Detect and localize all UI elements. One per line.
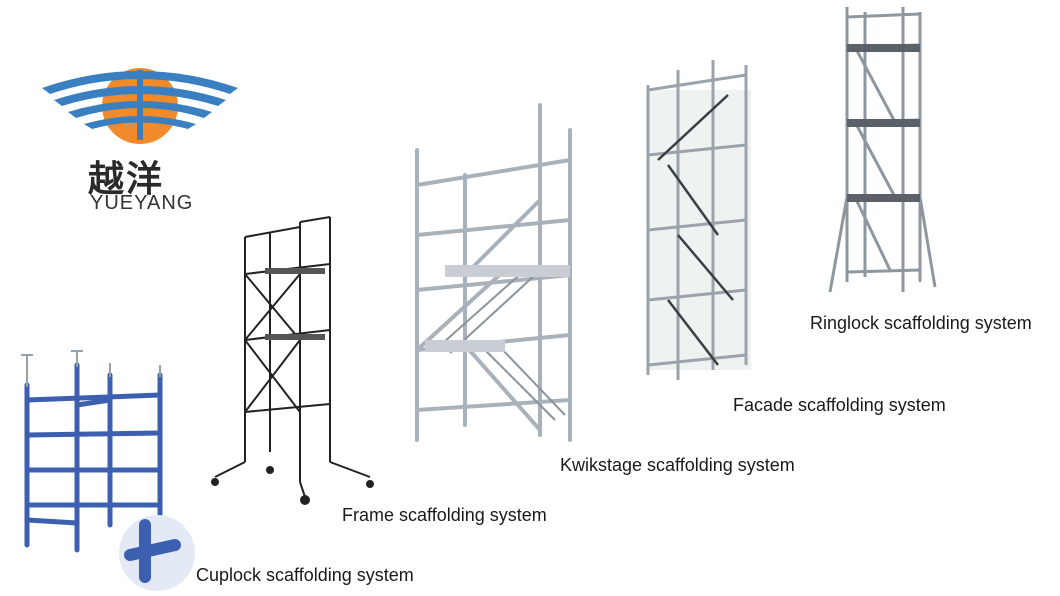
- logo-emblem-icon: [42, 68, 238, 144]
- cuplock-scaffold-image: [21, 350, 195, 591]
- caption-kwikstage: Kwikstage scaffolding system: [560, 455, 795, 475]
- caption-cuplock: Cuplock scaffolding system: [196, 565, 414, 585]
- facade-scaffold-image: [646, 60, 751, 380]
- caption-frame: Frame scaffolding system: [342, 505, 547, 525]
- caption-facade: Facade scaffolding system: [733, 395, 946, 415]
- logo-english-name: YUEYANG: [90, 192, 194, 214]
- ringlock-scaffold-image: [828, 7, 937, 293]
- caption-ringlock: Ringlock scaffolding system: [810, 313, 1032, 333]
- kwikstage-scaffold-image: [415, 103, 572, 442]
- logo-chinese-name: 越洋: [88, 159, 165, 200]
- frame-scaffold-image: [211, 216, 374, 505]
